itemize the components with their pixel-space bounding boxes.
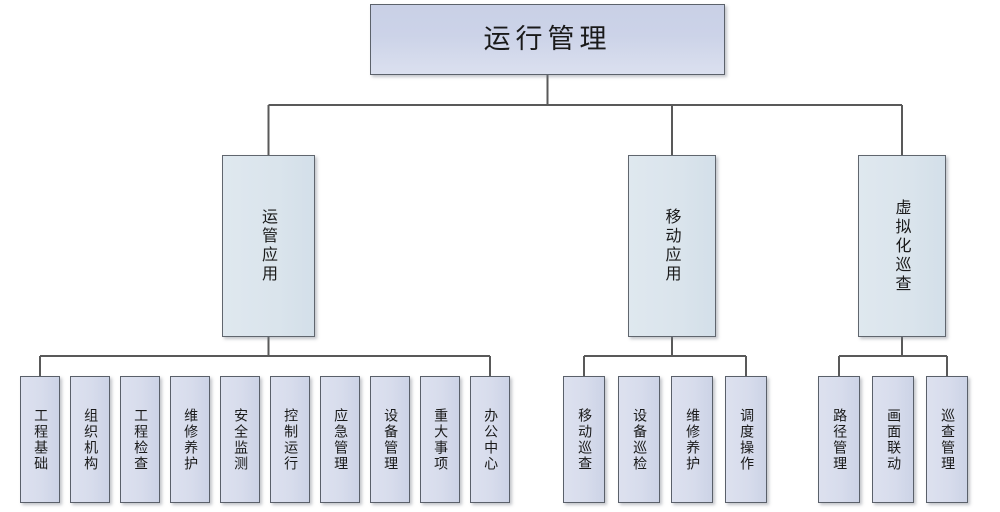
node-branch-branch-yunguan[interactable]: 运管应用: [222, 155, 315, 337]
node-leaf-0-9[interactable]: 办公中心: [470, 376, 510, 503]
node-leaf-1-2[interactable]: 维修养护: [671, 376, 713, 503]
node-root-operation-management[interactable]: 运行管理: [370, 4, 725, 75]
node-leaf-label: 巡查管理: [939, 407, 956, 472]
node-leaf-2-0[interactable]: 路径管理: [818, 376, 860, 503]
node-leaf-label: 调度操作: [738, 407, 755, 472]
node-leaf-label: 工程检查: [132, 407, 149, 472]
node-leaf-label: 路径管理: [831, 407, 848, 472]
node-leaf-label: 工程基础: [32, 407, 49, 472]
node-branch-label: 虚拟化巡查: [892, 198, 912, 294]
node-leaf-label: 设备巡检: [631, 407, 648, 472]
node-leaf-label: 应急管理: [332, 407, 349, 472]
node-leaf-label: 画面联动: [885, 407, 902, 472]
node-leaf-0-6[interactable]: 应急管理: [320, 376, 360, 503]
node-branch-branch-virtual[interactable]: 虚拟化巡查: [858, 155, 946, 337]
node-leaf-0-3[interactable]: 维修养护: [170, 376, 210, 503]
node-leaf-label: 组织机构: [82, 407, 99, 472]
node-leaf-0-7[interactable]: 设备管理: [370, 376, 410, 503]
node-leaf-label: 设备管理: [382, 407, 399, 472]
node-leaf-0-1[interactable]: 组织机构: [70, 376, 110, 503]
node-branch-label: 移动应用: [662, 208, 682, 284]
node-leaf-0-8[interactable]: 重大事项: [420, 376, 460, 503]
node-leaf-label: 维修养护: [684, 407, 701, 472]
node-leaf-label: 办公中心: [482, 407, 499, 472]
node-leaf-0-5[interactable]: 控制运行: [270, 376, 310, 503]
node-leaf-label: 控制运行: [282, 407, 299, 472]
node-root-label: 运行管理: [483, 23, 612, 55]
node-leaf-label: 重大事项: [432, 407, 449, 472]
node-leaf-0-0[interactable]: 工程基础: [20, 376, 60, 503]
node-leaf-0-2[interactable]: 工程检查: [120, 376, 160, 503]
node-leaf-2-1[interactable]: 画面联动: [872, 376, 914, 503]
node-leaf-1-0[interactable]: 移动巡查: [563, 376, 605, 503]
node-leaf-label: 移动巡查: [576, 407, 593, 472]
node-leaf-2-2[interactable]: 巡查管理: [926, 376, 968, 503]
node-branch-label: 运管应用: [259, 208, 279, 284]
node-leaf-1-1[interactable]: 设备巡检: [618, 376, 660, 503]
node-leaf-0-4[interactable]: 安全监测: [220, 376, 260, 503]
node-leaf-label: 维修养护: [182, 407, 199, 472]
node-leaf-label: 安全监测: [232, 407, 249, 472]
node-leaf-1-3[interactable]: 调度操作: [725, 376, 767, 503]
node-branch-branch-mobile[interactable]: 移动应用: [628, 155, 716, 337]
